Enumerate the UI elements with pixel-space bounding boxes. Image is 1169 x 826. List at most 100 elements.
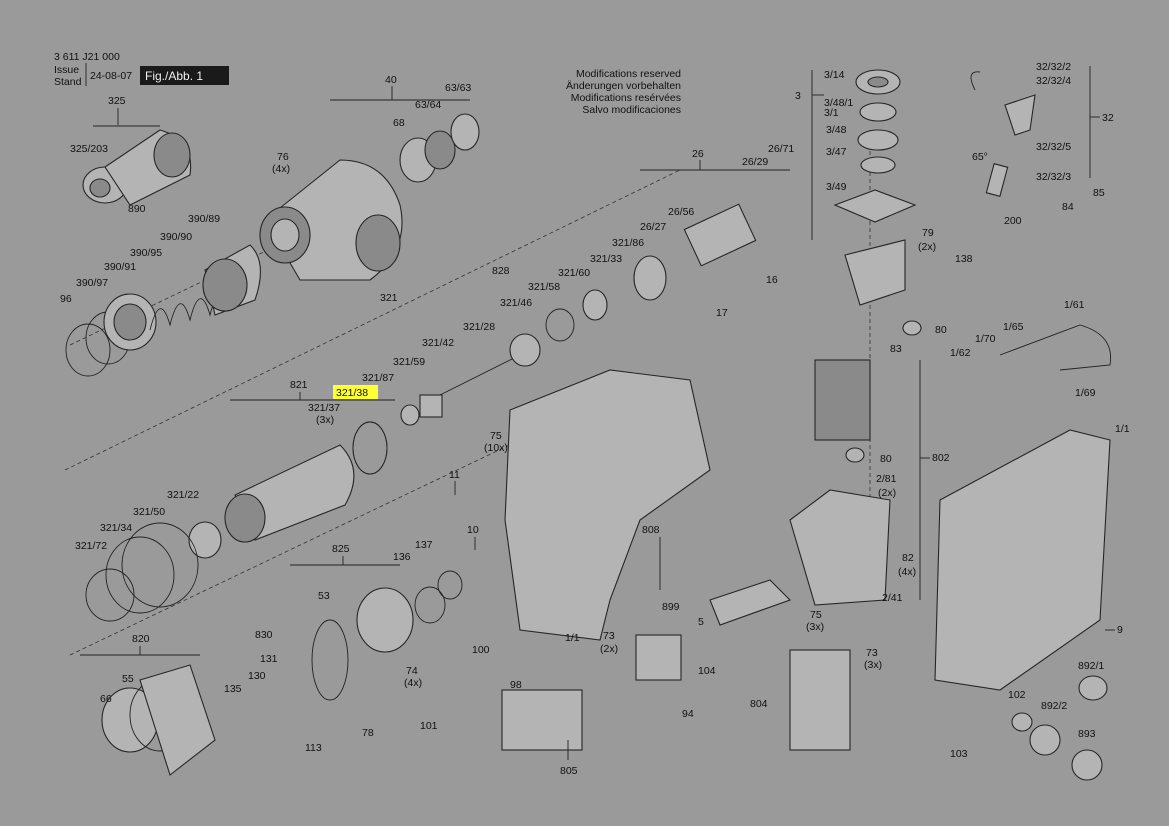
svg-text:321/60: 321/60 [558, 267, 590, 279]
svg-text:(2x): (2x) [600, 643, 618, 655]
svg-text:1/61: 1/61 [1064, 299, 1085, 311]
svg-text:80: 80 [880, 453, 892, 465]
issue-date: 24-08-07 [90, 70, 132, 82]
svg-text:3/47: 3/47 [826, 146, 847, 158]
svg-text:83: 83 [890, 343, 902, 355]
svg-text:321/59: 321/59 [393, 356, 425, 368]
svg-text:892/2: 892/2 [1041, 700, 1067, 712]
svg-text:Salvo modificaciones: Salvo modificaciones [582, 104, 681, 116]
svg-text:321/42: 321/42 [422, 337, 454, 349]
lever-32 [970, 71, 1036, 197]
chuck-part-325 [82, 129, 192, 206]
svg-text:805: 805 [560, 765, 578, 777]
svg-text:390/91: 390/91 [104, 261, 136, 273]
svg-text:79: 79 [922, 227, 934, 239]
svg-text:82: 82 [902, 552, 914, 564]
electronics-parts [501, 579, 851, 751]
svg-text:135: 135 [224, 683, 242, 695]
svg-text:9: 9 [1117, 624, 1123, 636]
svg-text:75: 75 [810, 609, 822, 621]
svg-text:2/81: 2/81 [876, 473, 897, 485]
svg-text:17: 17 [716, 307, 728, 319]
svg-text:32/32/2: 32/32/2 [1036, 61, 1071, 73]
svg-text:32/32/3: 32/32/3 [1036, 171, 1071, 183]
svg-text:16: 16 [766, 274, 778, 286]
svg-text:68: 68 [393, 117, 405, 129]
svg-text:821: 821 [290, 379, 308, 391]
svg-text:63/64: 63/64 [415, 99, 441, 111]
fig-label: Fig./Abb. 1 [145, 69, 203, 83]
svg-text:390/95: 390/95 [130, 247, 162, 259]
motor-armature-3 [814, 69, 922, 463]
svg-text:804: 804 [750, 698, 768, 710]
svg-text:1/69: 1/69 [1075, 387, 1096, 399]
svg-text:32/32/4: 32/32/4 [1036, 75, 1071, 87]
svg-text:325: 325 [108, 95, 126, 107]
svg-text:321/22: 321/22 [167, 489, 199, 501]
svg-text:102: 102 [1008, 689, 1026, 701]
svg-text:390/90: 390/90 [160, 231, 192, 243]
svg-text:1/1: 1/1 [565, 632, 580, 644]
svg-text:325/203: 325/203 [70, 143, 108, 155]
svg-text:820: 820 [132, 633, 150, 645]
svg-text:899: 899 [662, 601, 680, 613]
svg-text:(2x): (2x) [878, 487, 896, 499]
svg-text:890: 890 [128, 203, 146, 215]
svg-text:321/50: 321/50 [133, 506, 165, 518]
svg-text:321/33: 321/33 [590, 253, 622, 265]
svg-text:5: 5 [698, 616, 704, 628]
fig-box [140, 66, 229, 85]
svg-text:11: 11 [449, 469, 460, 481]
svg-text:137: 137 [415, 539, 433, 551]
svg-text:53: 53 [318, 590, 330, 602]
svg-text:Modifications reserved: Modifications reserved [576, 68, 681, 80]
svg-text:3/49: 3/49 [826, 181, 847, 193]
svg-text:825: 825 [332, 543, 350, 555]
svg-text:32: 32 [1102, 112, 1114, 124]
svg-text:321: 321 [380, 292, 398, 304]
svg-text:74: 74 [406, 665, 418, 677]
svg-text:2/41: 2/41 [882, 592, 903, 604]
svg-text:1/1: 1/1 [1115, 423, 1130, 435]
svg-text:390/97: 390/97 [76, 277, 108, 289]
gear-assembly-820 [101, 570, 463, 776]
svg-text:(4x): (4x) [272, 163, 290, 175]
svg-text:808: 808 [642, 524, 660, 536]
svg-text:1/62: 1/62 [950, 347, 971, 359]
highlight-321-38-label [333, 385, 378, 399]
svg-text:830: 830 [255, 629, 273, 641]
svg-text:321/34: 321/34 [100, 522, 132, 534]
svg-text:26/29: 26/29 [742, 156, 768, 168]
svg-text:130: 130 [248, 670, 266, 682]
issue-label: Issue [54, 64, 79, 76]
hammer-mechanism-321 [85, 203, 757, 622]
svg-text:(3x): (3x) [806, 621, 824, 633]
svg-text:73: 73 [603, 630, 615, 642]
svg-text:892/1: 892/1 [1078, 660, 1104, 672]
svg-text:1/65: 1/65 [1003, 321, 1024, 333]
gear-housing-40 [259, 113, 480, 281]
svg-text:Modifications resérvées: Modifications resérvées [571, 92, 681, 104]
svg-text:96: 96 [60, 293, 72, 305]
svg-text:321/37: 321/37 [308, 402, 340, 414]
svg-text:893: 893 [1078, 728, 1096, 740]
svg-text:84: 84 [1062, 201, 1074, 213]
modifications-notice: Modifications reserved Änderungen vorbeh… [566, 68, 681, 116]
svg-text:321/87: 321/87 [362, 372, 394, 384]
svg-text:103: 103 [950, 748, 968, 760]
svg-text:55: 55 [122, 673, 134, 685]
svg-text:32/32/5: 32/32/5 [1036, 141, 1071, 153]
svg-text:78: 78 [362, 727, 374, 739]
svg-text:Änderungen vorbehalten: Änderungen vorbehalten [566, 80, 681, 92]
svg-text:321/38: 321/38 [336, 387, 368, 399]
part-labels: 325 325/203 890 390/89 390/90 390/95 390… [60, 61, 1130, 777]
svg-text:3/1: 3/1 [824, 107, 839, 119]
svg-text:321/58: 321/58 [528, 281, 560, 293]
svg-text:(2x): (2x) [918, 241, 936, 253]
svg-text:321/28: 321/28 [463, 321, 495, 333]
svg-text:3/48/1: 3/48/1 [824, 97, 853, 109]
svg-text:26/27: 26/27 [640, 221, 666, 233]
svg-text:321/72: 321/72 [75, 540, 107, 552]
svg-text:85: 85 [1093, 187, 1105, 199]
